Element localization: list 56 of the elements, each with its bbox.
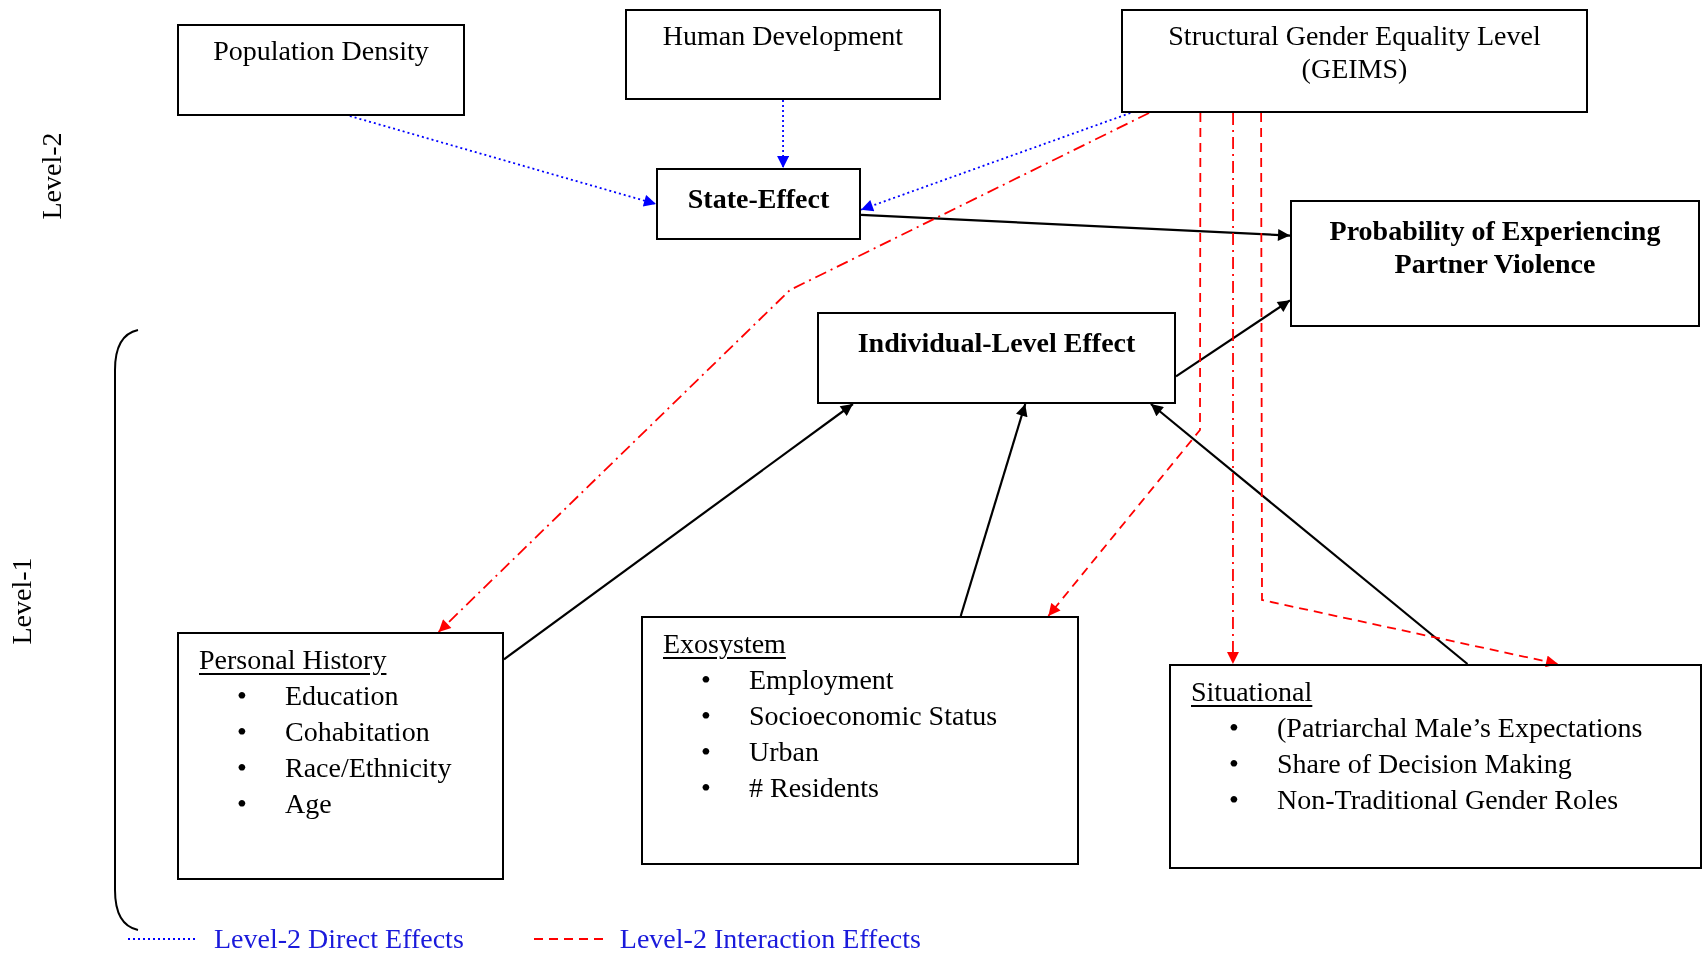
node-label: Probability of Experiencing Partner Violence <box>1328 214 1662 280</box>
level-label: Level-1 <box>4 557 38 645</box>
list-item: Share of Decision Making <box>1277 747 1572 781</box>
factor-box <box>1169 664 1702 869</box>
effect-box <box>1290 200 1700 327</box>
list-item: (Patriarchal Male’s Expectations <box>1277 711 1643 745</box>
bullet: • <box>701 771 712 805</box>
bullet: • <box>701 735 712 769</box>
node-label: Structural Gender Equality Level (GEIMS) <box>1167 19 1542 85</box>
box-heading: Situational <box>1191 675 1313 709</box>
box-heading: Personal History <box>199 643 387 677</box>
effect-box <box>656 168 861 240</box>
box-heading: Exosystem <box>663 627 786 661</box>
bullet: • <box>237 679 248 713</box>
node-label: Individual-Level Effect <box>857 326 1136 359</box>
legend-label: Level-2 Interaction Effects <box>619 922 921 956</box>
factor-box <box>177 632 504 880</box>
list-item: Age <box>285 787 332 821</box>
factor-box <box>641 616 1079 865</box>
list-item: Urban <box>749 735 819 769</box>
arrow <box>503 403 854 661</box>
legend-label: Level-2 Direct Effects <box>214 922 464 956</box>
bullet: • <box>237 751 248 785</box>
list-item: Cohabitation <box>285 715 430 749</box>
arrow <box>1047 112 1202 617</box>
node-label: Population Density <box>213 34 429 67</box>
factor-box <box>177 24 465 116</box>
arrow <box>1150 403 1469 665</box>
bullet: • <box>1229 783 1240 817</box>
list-item: Non-Traditional Gender Roles <box>1277 783 1619 817</box>
node-label: State-Effect <box>687 182 830 215</box>
list-item: Education <box>285 679 399 713</box>
arrow <box>777 99 790 169</box>
bullet: • <box>701 699 712 733</box>
arrow <box>860 213 1291 241</box>
arrow <box>860 112 1132 212</box>
arrow <box>1175 299 1291 378</box>
arrow <box>348 115 657 207</box>
effect-box <box>817 312 1176 404</box>
list-item: Employment <box>749 663 894 697</box>
list-item: Race/Ethnicity <box>285 751 452 785</box>
list-item: Socioeconomic Status <box>749 699 998 733</box>
level-label: Level-2 <box>34 132 68 220</box>
arrow <box>1226 112 1239 665</box>
list-item: # Residents <box>749 771 879 805</box>
arrow <box>437 112 1150 633</box>
factor-box <box>1121 9 1588 113</box>
bullet: • <box>1229 711 1240 745</box>
node-label: Human Development <box>662 19 904 52</box>
bullet: • <box>701 663 712 697</box>
arrow <box>1260 112 1559 668</box>
bullet: • <box>237 715 248 749</box>
arrow <box>959 403 1028 617</box>
bullet: • <box>237 787 248 821</box>
bullet: • <box>1229 747 1240 781</box>
factor-box <box>625 9 941 100</box>
